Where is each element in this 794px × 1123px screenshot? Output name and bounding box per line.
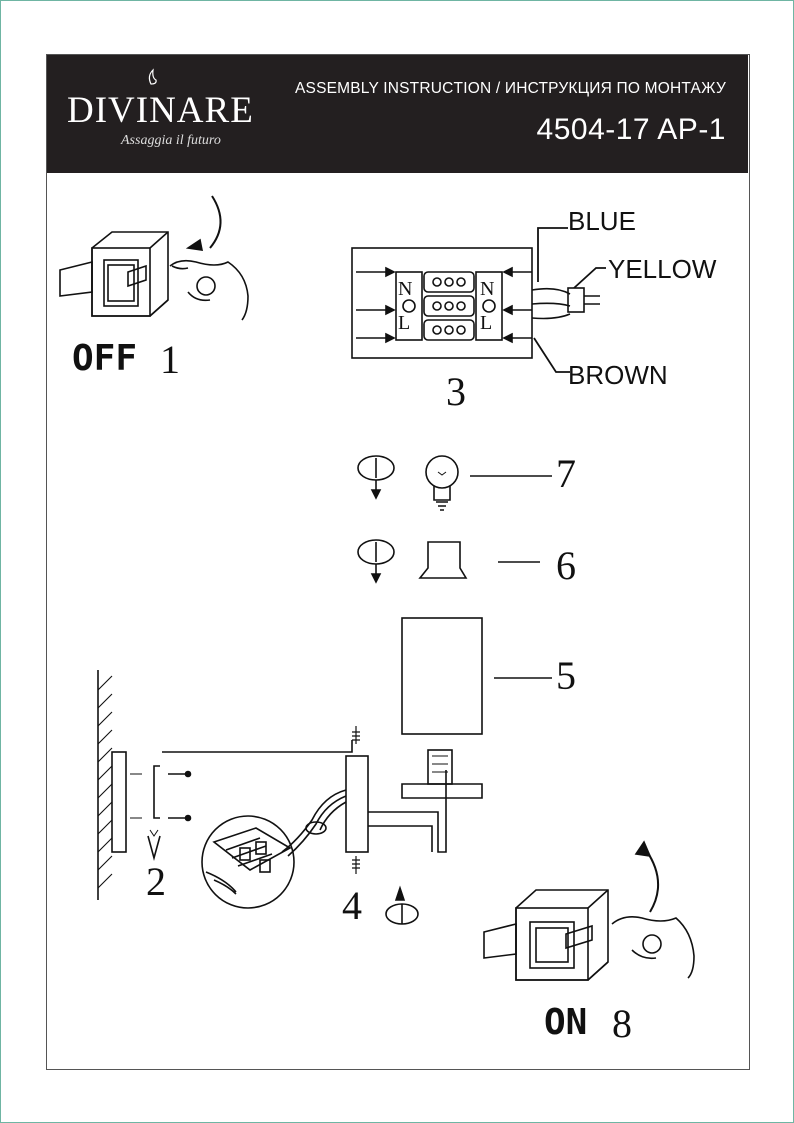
wall-mount-illustration <box>97 670 483 925</box>
step-number-7: 7 <box>556 451 576 496</box>
wire-label-yellow: YELLOW <box>608 254 717 284</box>
switch-on-label: ON <box>544 1002 588 1043</box>
ground-icon <box>482 299 496 313</box>
bulb-illustration <box>357 455 552 511</box>
brand-logo: DIVINARE <box>67 90 254 131</box>
ground-icon <box>402 299 416 313</box>
step-number-1: 1 <box>160 337 180 382</box>
step-number-5: 5 <box>556 653 576 698</box>
step-number-8: 8 <box>612 1001 632 1046</box>
switch-off-label: OFF <box>72 338 138 379</box>
terminal-mark-n-left: N <box>398 278 413 300</box>
terminal-mark-l-right: L <box>480 312 493 334</box>
content-frame <box>46 54 750 1070</box>
switch-off-illustration <box>59 195 249 321</box>
terminal-mark-l-left: L <box>398 312 411 334</box>
switch-on-illustration <box>483 840 695 981</box>
header-bar: DIVINARE Assaggia il futuro ASSEMBLY INS… <box>47 55 748 173</box>
brand-tagline: Assaggia il futuro <box>121 133 221 148</box>
step-number-3: 3 <box>446 369 466 414</box>
wire-label-brown: BROWN <box>568 360 668 390</box>
terminal-block-diagram <box>351 227 606 373</box>
model-number: 4504-17 AP-1 <box>536 113 726 146</box>
step-number-6: 6 <box>556 543 576 588</box>
logo-flame-icon <box>148 68 157 85</box>
step-number-2: 2 <box>146 859 166 904</box>
terminal-mark-n-right: N <box>480 278 495 300</box>
ring-illustration <box>357 539 540 584</box>
step-number-4: 4 <box>342 883 362 928</box>
document-title: ASSEMBLY INSTRUCTION / ИНСТРУКЦИЯ ПО МОН… <box>295 80 726 97</box>
wire-label-blue: BLUE <box>568 206 636 236</box>
shade-illustration <box>401 617 552 735</box>
